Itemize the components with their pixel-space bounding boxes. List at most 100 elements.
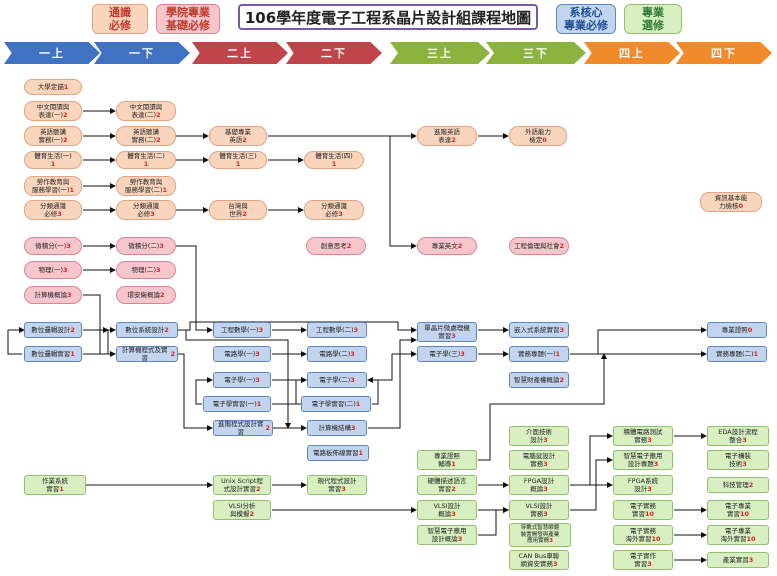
course-circuits-1[interactable]: 電路學(一)3 [213,346,271,362]
course-name: FPGA設計 概論 [523,477,555,493]
course-name: 電路學(一) [224,350,256,358]
course-english-2[interactable]: 英語聽講 實務(二)2 [116,126,176,146]
course-ic-testing[interactable]: 積體電路測試 實務3 [613,426,673,446]
course-physics-1[interactable]: 物理(一)3 [24,261,82,279]
course-smart-elec-intro[interactable]: 智慧電子應用 設計概論3 [417,525,477,545]
course-eda-flow[interactable]: EDA設計流程 整合3 [707,426,769,446]
course-credit: 3 [451,332,456,340]
course-credit: 3 [653,460,659,468]
course-credit: 2 [156,136,161,144]
course-vlsi-analysis[interactable]: VLSI分析 與模擬2 [213,500,271,520]
course-credit: 1 [256,400,262,408]
course-electronics-2[interactable]: 電子學(二)3 [307,372,367,388]
course-name: 電子學(三) [429,350,461,358]
course-name: 產業實習 [722,556,749,564]
course-electronics-lab-2[interactable]: 電子學實習(二)1 [301,396,371,412]
course-pe-2[interactable]: 體育生活(二)1 [116,151,176,169]
course-adv-eng[interactable]: 進階英語 表達2 [417,126,477,146]
course-smart-glasses[interactable]: 穿戴式智慧眼鏡 裝置開發與產業 應用實務3 [509,523,571,547]
course-elec-overseas-intern[interactable]: 電子實務 海外實習10 [613,525,673,545]
course-credit: 10 [651,535,661,543]
course-fpga-system[interactable]: FPGA系統 設計3 [613,475,673,495]
course-physics-2[interactable]: 物理(二)3 [116,261,176,279]
course-project-1[interactable]: 實務專題(一)1 [509,346,569,362]
course-name: 專業英文 [431,242,458,250]
course-smart-elec-project[interactable]: 智慧電子應用 設計專題3 [613,450,673,470]
course-credit: 2 [255,485,261,493]
course-vlsi-practice[interactable]: VLSI設計 實務3 [509,500,569,520]
course-license-tutoring[interactable]: 專業證照 輔導1 [417,450,477,470]
course-electronics-3[interactable]: 電子學(三)3 [417,346,477,362]
course-chinese-1[interactable]: 中文閱讀與 表達(一)2 [24,101,82,121]
course-elec-pro-intern[interactable]: 電子專業 實習10 [707,500,769,520]
course-name: 實務專題(一) [517,350,556,358]
course-circuits-2[interactable]: 電路學(二)3 [307,346,367,362]
course-english-1[interactable]: 英語聽講 實務(一)2 [24,126,82,146]
course-service-1[interactable]: 勞作教育與 服務學習(一)1 [24,176,82,196]
course-unix-script[interactable]: Unix Script程 式設計實習2 [213,475,271,495]
course-os-lab[interactable]: 作業系統 實習1 [24,475,86,495]
course-name: 創意思考 [320,242,347,250]
semester-2-1: 二上 [192,42,288,64]
course-hdl-lab[interactable]: 硬體描述語言 實習2 [417,475,477,495]
course-electronics-lab-1[interactable]: 電子學實習(一)1 [203,396,271,412]
course-name: 介面技術 設計 [526,428,552,444]
course-lang-cert[interactable]: 外語能力 檢定0 [509,126,567,146]
course-eng-math-1[interactable]: 工程數學(一)3 [213,322,271,338]
course-name: 進階程式設計實習 [217,420,264,436]
course-name: 實務專題(二) [715,350,754,358]
course-calculus-2[interactable]: 微積分(二)3 [116,237,176,255]
course-name: 數位邏輯設計 [31,326,71,334]
course-project-2[interactable]: 實務專題(二)1 [707,346,767,362]
course-fpga-intro[interactable]: FPGA設計 概論3 [509,475,569,495]
course-taiwan-world[interactable]: 台灣與 世界2 [209,200,267,220]
course-elec-pro-overseas[interactable]: 電子專業 海外實習10 [707,525,769,545]
course-gened-3[interactable]: 分類通識 必修3 [304,200,364,220]
course-interface-tech[interactable]: 介面技術 設計3 [509,426,569,446]
course-pe-3[interactable]: 體育生活(三)1 [209,151,267,169]
course-gened-2[interactable]: 分類通識 必修3 [116,200,176,220]
course-credit: 1 [50,160,56,168]
course-packaging[interactable]: 電子構裝 技術3 [707,450,769,470]
course-electronics-1[interactable]: 電子學(一)3 [213,372,271,388]
course-canbus[interactable]: CAN Bus車聯 網資安實務3 [509,550,569,570]
course-elec-impl-intern[interactable]: 電子實作 實習3 [613,550,673,570]
course-it-check[interactable]: 資訊基本能 力檢核0 [700,192,762,212]
course-name: VLSI設計 概論 [433,502,461,518]
course-name: 台灣與 世界 [228,202,248,218]
course-service-2[interactable]: 勞作教育與 服務學習(二)1 [116,176,176,196]
course-vlsi-intro[interactable]: VLSI設計 概論3 [417,500,477,520]
course-pe-4[interactable]: 體育生活(四)1 [304,151,364,169]
course-eng-math-2[interactable]: 工程數學(二)3 [307,322,367,338]
course-micromouse[interactable]: 電腦鼠設計 實務3 [509,450,569,470]
course-elec-practice-intern[interactable]: 電子實務 實習10 [613,500,673,520]
course-modern-programming[interactable]: 現代程式設計 實習3 [307,475,367,495]
course-calculus-1[interactable]: 微積分(一)3 [24,237,82,255]
course-pe-1[interactable]: 體育生活(一)1 [24,151,82,169]
course-name: 電子構裝 技術 [725,452,751,468]
course-name: 智慧電子應用 設計概論 [427,527,467,543]
course-gened-1[interactable]: 分類通識 必修3 [24,200,82,220]
course-chinese-2[interactable]: 中文閱讀與 表達(二)2 [116,101,176,121]
course-mcu-lab[interactable]: 單晶片微處理機 實習3 [417,322,477,342]
course-basic-eng[interactable]: 基礎專業 英語2 [209,126,267,146]
course-credit: 3 [258,326,264,334]
